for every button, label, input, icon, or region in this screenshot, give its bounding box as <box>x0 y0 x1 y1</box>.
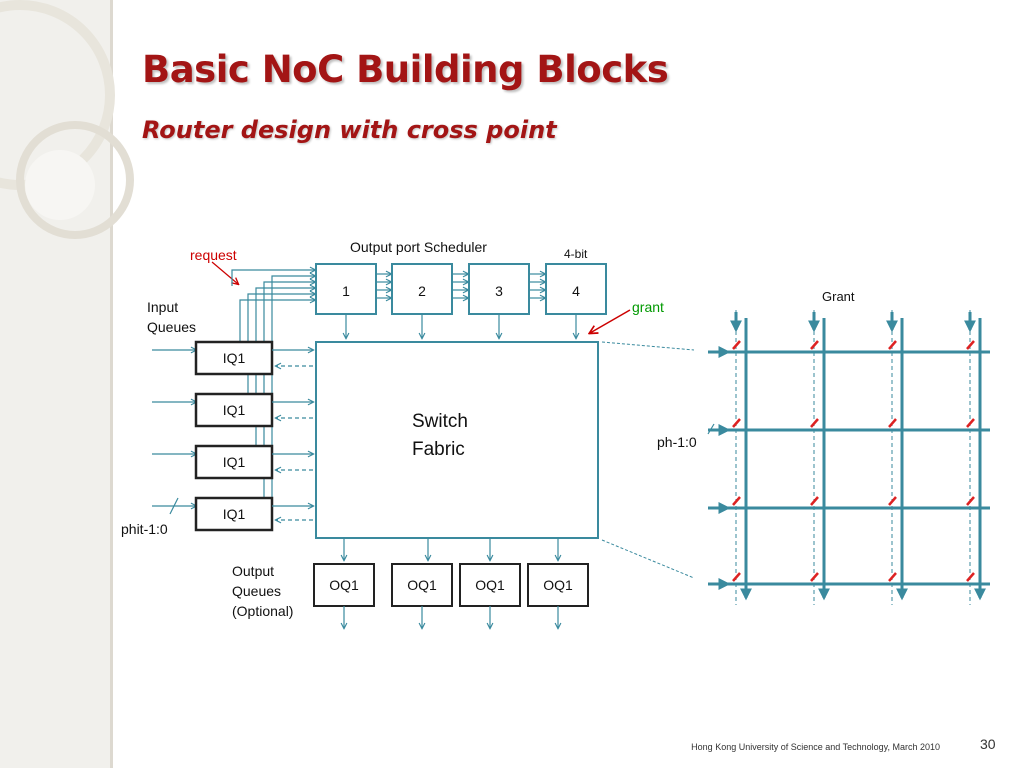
switch-fabric-label-line2: Fabric <box>412 439 465 460</box>
output-queue-4: OQ1 <box>527 563 589 628</box>
output-queues-label-line2: Queues <box>232 583 281 599</box>
scheduler-box-4: 4 <box>545 263 607 315</box>
input-queue-3: IQ1 <box>152 444 313 480</box>
crosspoint-4-4 <box>966 572 975 582</box>
scheduler-box-3-label: 3 <box>495 283 503 299</box>
bit-width-label: 4-bit <box>564 247 588 261</box>
crosspoint-3-3 <box>888 496 897 506</box>
crosspoint-2-4 <box>966 418 975 428</box>
crosspoint-2-2 <box>810 418 819 428</box>
crosspoint-1-3 <box>888 340 897 350</box>
output-queue-1: OQ1 <box>313 563 375 628</box>
scheduler-box-3: 3 <box>468 263 530 315</box>
grant-label: grant <box>632 299 664 315</box>
scheduler-box-2: 2 <box>391 263 453 315</box>
zoom-callout-bottom <box>601 539 695 579</box>
input-queue-2: IQ1 <box>152 392 313 428</box>
crosspoint-2-1 <box>732 418 741 428</box>
input-queue-4: IQ1 <box>152 496 313 532</box>
crosspoint-4-1 <box>732 572 741 582</box>
crosspoint-1-2 <box>810 340 819 350</box>
slide-footer: Hong Kong University of Science and Tech… <box>691 742 940 752</box>
scheduler-grant-arrows <box>346 314 576 338</box>
crosspoint-1-4 <box>966 340 975 350</box>
output-queues-label-line3: (Optional) <box>232 603 293 619</box>
output-queues-label-line1: Output <box>232 563 274 579</box>
crosspoint-3-1 <box>732 496 741 506</box>
input-queues-label-line2: Queues <box>147 319 196 335</box>
slide-title: Basic NoC Building Blocks <box>142 48 669 91</box>
switch-to-output-arrows <box>344 538 558 560</box>
crossbar-ph-label: ph-1:0 <box>657 434 697 450</box>
output-queue-1-label: OQ1 <box>329 577 359 593</box>
output-queue-3: OQ1 <box>459 563 521 628</box>
crossbar-grid <box>707 310 990 605</box>
output-queue-4-label: OQ1 <box>543 577 573 593</box>
switch-fabric-label-line1: Switch <box>412 411 468 432</box>
zoom-callout-top <box>601 341 695 351</box>
output-queue-3-label: OQ1 <box>475 577 505 593</box>
scheduler-box-2-label: 2 <box>418 283 426 299</box>
input-queue-2-label: IQ1 <box>223 402 246 418</box>
scheduler-box-4-label: 4 <box>572 283 580 299</box>
input-queue-1-label: IQ1 <box>223 350 246 366</box>
crossbar-bus-marker <box>707 423 715 435</box>
input-queue-3-label: IQ1 <box>223 454 246 470</box>
scheduler-title: Output port Scheduler <box>350 239 487 255</box>
request-arrow <box>211 261 238 284</box>
crosspoint-4-3 <box>888 572 897 582</box>
crosspoint-3-2 <box>810 496 819 506</box>
switch-fabric <box>315 341 599 539</box>
crosspoint-2-3 <box>888 418 897 428</box>
request-label: request <box>190 247 237 263</box>
scheduler-box-1: 1 <box>315 263 377 315</box>
input-queue-4-label: IQ1 <box>223 506 246 522</box>
page-number: 30 <box>980 736 996 752</box>
grant-arrow <box>590 309 631 333</box>
scheduler-chain <box>376 274 545 298</box>
input-queues-label-line1: Input <box>147 299 178 315</box>
scheduler-box-1-label: 1 <box>342 283 350 299</box>
crosspoint-1-1 <box>732 340 741 350</box>
output-queue-2-label: OQ1 <box>407 577 437 593</box>
input-queue-1: IQ1 <box>152 340 313 376</box>
slide-subtitle: Router design with cross point <box>142 116 557 144</box>
phit-label: phit-1:0 <box>121 521 168 537</box>
crosspoint-4-2 <box>810 572 819 582</box>
output-queue-2: OQ1 <box>391 563 453 628</box>
crosspoint-3-4 <box>966 496 975 506</box>
crossbar-grant-label: Grant <box>822 289 855 304</box>
